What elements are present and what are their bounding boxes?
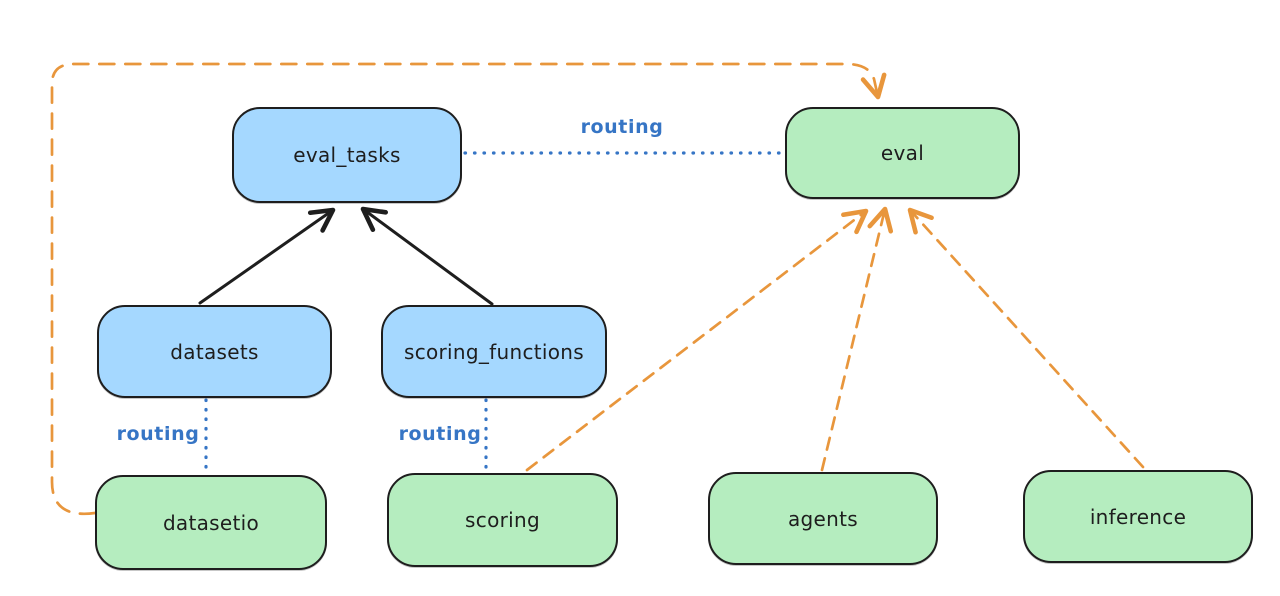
node-inference-label: inference	[1089, 504, 1187, 529]
node-datasetio-label: datasetio	[162, 510, 260, 535]
node-eval-tasks-label: eval_tasks	[293, 143, 401, 167]
edge-agents-eval	[820, 206, 894, 472]
node-datasets: datasets	[97, 305, 332, 398]
node-datasets-label: datasets	[170, 339, 259, 364]
node-eval: eval	[785, 107, 1020, 199]
node-scoring: scoring	[387, 473, 618, 567]
edge-datasetio-eval	[50, 62, 887, 516]
node-eval-label: eval	[880, 141, 925, 165]
edge-label-routing-eval-tasks-eval: routing	[580, 116, 664, 138]
edge-scoring-functions-eval-tasks	[360, 206, 494, 306]
node-scoring-functions: scoring_functions	[381, 305, 607, 398]
edge-scoring-eval	[525, 208, 869, 472]
node-scoring-label: scoring	[465, 508, 540, 532]
node-eval-tasks: eval_tasks	[232, 107, 462, 203]
node-inference: inference	[1023, 470, 1253, 563]
edge-datasets-eval-tasks	[198, 207, 336, 305]
edge-label-routing-scoring-functions-scoring: routing	[398, 423, 482, 445]
edge-label-routing-datasets-datasetio: routing	[116, 423, 200, 445]
node-agents-label: agents	[788, 506, 858, 531]
node-agents: agents	[708, 472, 938, 565]
edge-inference-eval	[907, 207, 1145, 469]
node-scoring-functions-label: scoring_functions	[403, 339, 585, 364]
node-datasetio: datasetio	[95, 475, 327, 570]
